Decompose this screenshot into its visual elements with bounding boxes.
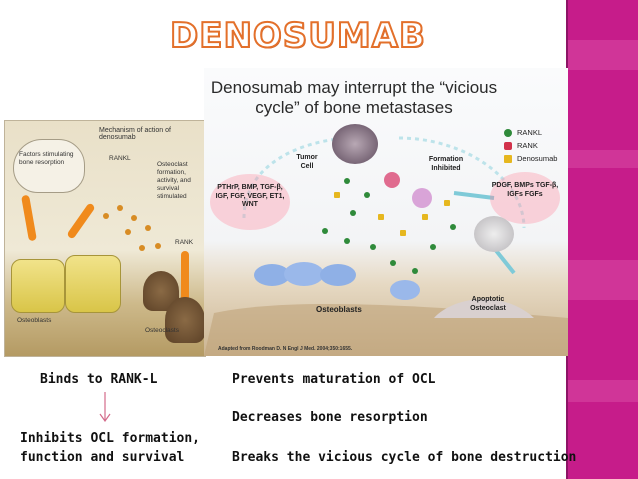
inhibits-text-line2: function and survival	[20, 450, 185, 465]
osteoblast-cell	[284, 262, 324, 286]
rankl-dot	[370, 244, 376, 250]
rankl-dot	[131, 215, 137, 221]
diagram-legend: RANKL RANK Denosumab	[504, 126, 557, 165]
cloud-shape	[13, 139, 85, 193]
prevents-text: Prevents maturation of OCL	[232, 372, 436, 387]
arrow-shape	[21, 194, 37, 242]
denosumab-mark	[334, 192, 340, 198]
decreases-text: Decreases bone resorption	[232, 410, 428, 425]
rankl-dot	[117, 205, 123, 211]
rankl-dot	[155, 243, 161, 249]
denosumab-mark	[422, 214, 428, 220]
down-arrow-icon	[99, 392, 111, 422]
legend-item: Denosumab	[504, 152, 557, 165]
denosumab-mark	[444, 200, 450, 206]
inhibits-text-line1: Inhibits OCL formation,	[20, 431, 201, 446]
rankl-swatch	[504, 128, 512, 137]
slide-title: DENOSUMAB	[169, 15, 426, 57]
mechanism-image: Mechanism of action of denosumab Factors…	[4, 120, 206, 357]
rankl-dot	[450, 224, 456, 230]
rankl-dot	[344, 238, 350, 244]
legend-label: Denosumab	[517, 154, 558, 163]
osteoblast-cell	[390, 280, 420, 300]
diagram-title: Denosumab may interrupt the “vicious cyc…	[210, 78, 498, 117]
tumor-cell-label: Tumor Cell	[296, 154, 318, 170]
breaks-text: Breaks the vicious cycle of bone destruc…	[232, 450, 577, 465]
denosumab-mark	[400, 230, 406, 236]
legend-item: RANK	[504, 139, 557, 152]
rankl-dot	[350, 210, 356, 216]
vicious-cycle-diagram: Denosumab may interrupt the “vicious cyc…	[204, 68, 568, 356]
legend-item: RANKL	[504, 126, 557, 139]
rankl-dot	[322, 228, 328, 234]
rankl-dot	[390, 260, 396, 266]
formation-inhibited-label: Formation Inhibited	[428, 156, 464, 172]
factors-bubble-left	[210, 174, 290, 230]
denosumab-swatch	[504, 154, 512, 163]
precursor-cell	[384, 172, 400, 188]
rankl-dot	[344, 178, 350, 184]
rankl-dot	[412, 268, 418, 274]
osteoblast-cell	[65, 255, 121, 313]
mechanism-heading: Mechanism of action of denosumab	[99, 127, 171, 141]
arrow-shape	[181, 251, 189, 303]
accent-bar	[568, 0, 638, 479]
citation: Adapted from Roodman D. N Engl J Med. 20…	[218, 346, 353, 352]
osteoclast-stimulated-label: Osteoclast formation, activity, and surv…	[157, 161, 191, 200]
rankl-dot	[430, 244, 436, 250]
osteoclast-cell	[165, 297, 205, 343]
osteoblasts-label: Osteoblasts	[17, 317, 52, 324]
cycle-arrows	[204, 136, 568, 356]
precursor-cell	[412, 188, 432, 208]
factors-left: PTHrP, BMP, TGF-β, IGF, FGF, VEGF, ET1, …	[215, 184, 285, 208]
osteoblast-cell	[254, 264, 290, 286]
factors-right: PDGF, BMPs TGF-β, IGFs FGFs	[491, 182, 559, 198]
rankl-dot	[364, 192, 370, 198]
binds-text: Binds to RANK-L	[40, 372, 158, 387]
factors-bubble-right	[490, 172, 560, 224]
rankl-dot	[145, 225, 151, 231]
rankl-dot	[125, 229, 131, 235]
osteoblasts-label: Osteoblasts	[316, 305, 362, 314]
rank-swatch	[504, 141, 512, 150]
rank-label: RANK	[175, 239, 194, 246]
legend-label: RANKL	[517, 128, 543, 137]
tumor-cell	[332, 124, 378, 164]
legend-label: RANK	[517, 141, 538, 150]
denosumab-mark	[378, 214, 384, 220]
arrow-shape	[66, 202, 96, 240]
rankl-label: RANKL	[109, 155, 131, 162]
osteoclast-cell	[474, 216, 514, 252]
rankl-dot	[103, 213, 109, 219]
osteoblast-cell	[320, 264, 356, 286]
apoptotic-label: Apoptotic Osteoclast	[470, 296, 506, 312]
osteoblast-cell	[11, 259, 65, 313]
rankl-dot	[139, 245, 145, 251]
cloud-text: Factors stimulating bone resorption	[19, 151, 74, 166]
osteoclasts-label: Osteoclasts	[145, 327, 179, 334]
